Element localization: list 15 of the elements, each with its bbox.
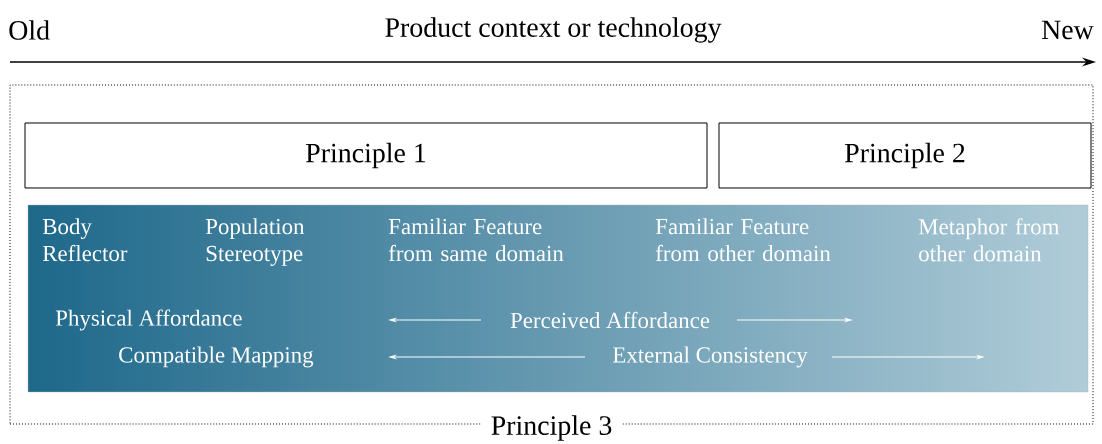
panel-text: Physical Affordance [55, 309, 242, 331]
panel-text: Metaphor from other domain [918, 218, 1060, 262]
axis-label: New [1041, 20, 1094, 40]
principle-box: Principle 1 [24, 122, 708, 189]
panel-text: Familiar Feature from same domain [388, 218, 564, 262]
panel-text: Perceived Affordance [510, 311, 710, 329]
panel-text: Familiar Feature from other domain [655, 218, 831, 262]
principle-box: Principle 2 [718, 122, 1092, 189]
panel-text: Compatible Mapping [119, 346, 314, 368]
axis-label: Product context or technology [385, 17, 722, 43]
panel-text: Body Reflector [42, 218, 128, 262]
panel-text: Population Stereotype [205, 218, 305, 266]
panel-text: External Consistency [613, 346, 808, 368]
frame-heading: Principle 3 [480, 414, 623, 442]
axis-label: Old [9, 20, 50, 40]
